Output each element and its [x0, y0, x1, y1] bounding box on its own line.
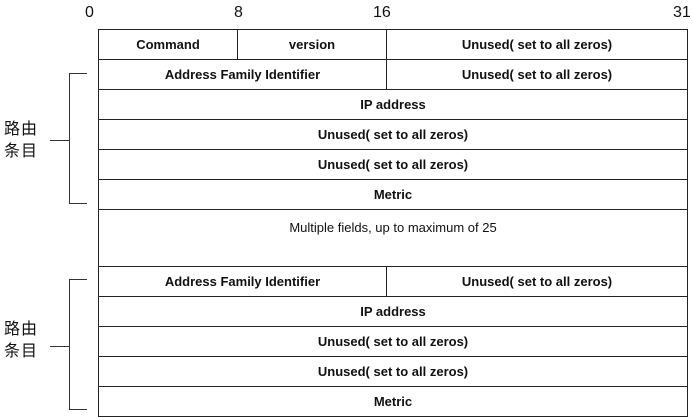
route-entry-label-2-line2: 条目 [4, 343, 39, 360]
command-label: Command [136, 37, 200, 52]
entry1-unused2-field: Unused( set to all zeros) [99, 150, 687, 179]
multiple-fields-note-row: Multiple fields, up to maximum of 25 [98, 210, 688, 267]
header-unused-field: Unused( set to all zeros) [386, 30, 687, 59]
entry1-afi-unused-field: Unused( set to all zeros) [386, 60, 687, 89]
entry1-metric-field: Metric [99, 180, 687, 209]
entry1-ip-row: IP address [98, 90, 688, 120]
entry1-ip-label: IP address [360, 97, 426, 112]
entry1-afi-label: Address Family Identifier [164, 67, 321, 82]
entry1-afi-field: Address Family Identifier [99, 60, 386, 89]
entry2-unused1-label: Unused( set to all zeros) [317, 334, 469, 349]
route-entry-label-1: 路由 条目 [4, 119, 44, 163]
bit-label-8: 8 [234, 4, 243, 21]
version-label: version [288, 37, 336, 52]
entry2-metric-field: Metric [99, 387, 687, 416]
entry1-unused2-label: Unused( set to all zeros) [317, 157, 469, 172]
route-entry-label-1-line1: 路由 [4, 121, 39, 138]
version-field: version [237, 30, 386, 59]
entry1-ip-field: IP address [99, 90, 687, 119]
entry2-afi-field: Address Family Identifier [99, 267, 386, 296]
entry2-afi-label: Address Family Identifier [164, 274, 321, 289]
entry2-unused1-row: Unused( set to all zeros) [98, 327, 688, 357]
multiple-fields-note: Multiple fields, up to maximum of 25 [289, 220, 497, 235]
entry1-afi-unused-label: Unused( set to all zeros) [461, 67, 613, 82]
entry2-unused1-field: Unused( set to all zeros) [99, 327, 687, 356]
bit-label-16: 16 [373, 4, 391, 21]
entry1-afi-row: Address Family Identifier Unused( set to… [98, 60, 688, 90]
entry2-ip-field: IP address [99, 297, 687, 326]
header-unused-label: Unused( set to all zeros) [461, 37, 613, 52]
entry2-unused2-label: Unused( set to all zeros) [317, 364, 469, 379]
route-entry-label-2: 路由 条目 [4, 319, 44, 363]
entry2-ip-row: IP address [98, 297, 688, 327]
entry2-metric-row: Metric [98, 387, 688, 417]
bit-label-31: 31 [673, 4, 691, 21]
route-entry-bracket-tick-1 [50, 140, 69, 141]
entry1-unused1-label: Unused( set to all zeros) [317, 127, 469, 142]
command-field: Command [99, 30, 237, 59]
route-entry-label-1-line2: 条目 [4, 143, 39, 160]
route-entry-bracket-2 [69, 279, 87, 410]
entry1-metric-label: Metric [373, 187, 413, 202]
route-entry-label-2-line1: 路由 [4, 321, 39, 338]
entry2-afi-row: Address Family Identifier Unused( set to… [98, 267, 688, 297]
entry2-ip-label: IP address [360, 304, 426, 319]
entry2-unused2-row: Unused( set to all zeros) [98, 357, 688, 387]
entry1-metric-row: Metric [98, 180, 688, 210]
entry1-unused1-row: Unused( set to all zeros) [98, 120, 688, 150]
bit-label-0: 0 [85, 4, 94, 21]
entry1-unused2-row: Unused( set to all zeros) [98, 150, 688, 180]
header-row: Command version Unused( set to all zeros… [98, 29, 688, 60]
route-entry-bracket-1 [69, 73, 87, 204]
route-entry-bracket-tick-2 [50, 346, 69, 347]
entry2-metric-label: Metric [373, 394, 413, 409]
entry2-unused2-field: Unused( set to all zeros) [99, 357, 687, 386]
entry2-afi-unused-field: Unused( set to all zeros) [386, 267, 687, 296]
entry1-unused1-field: Unused( set to all zeros) [99, 120, 687, 149]
entry2-afi-unused-label: Unused( set to all zeros) [461, 274, 613, 289]
